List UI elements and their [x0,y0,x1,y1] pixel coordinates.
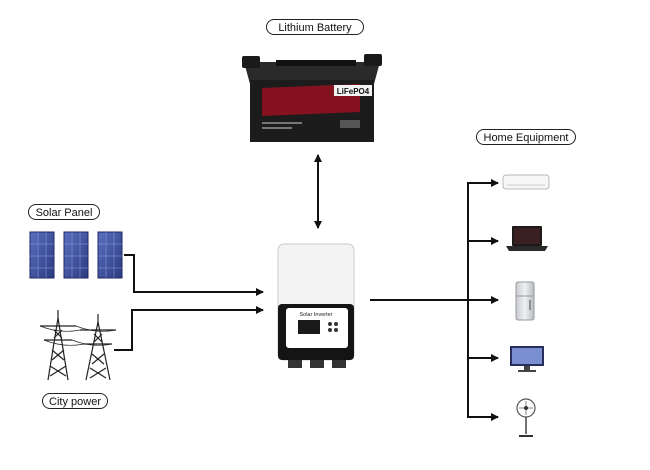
fan-icon [516,398,536,437]
lithium-battery-label: Lithium Battery [266,19,364,35]
city-inverter-arrow [114,306,264,351]
battery-brand: LiFePO4 [337,87,370,96]
solar-inverter: Solar Inverter [277,243,355,368]
transmission-towers [39,310,117,381]
solar-inverter-arrow [124,254,264,296]
lithium-battery: LiFePO4 [242,54,382,142]
television-icon [510,346,544,372]
distribution-lines [370,179,499,421]
air-conditioner-icon [502,174,550,190]
solar-panel-label: Solar Panel [28,204,100,220]
refrigerator-icon [515,281,535,321]
inverter-brand: Solar Inverter [299,312,332,318]
solar-panels [29,231,123,279]
home-equipment-label: Home Equipment [476,129,576,145]
laptop-icon [506,226,548,251]
city-power-label: City power [42,393,108,409]
